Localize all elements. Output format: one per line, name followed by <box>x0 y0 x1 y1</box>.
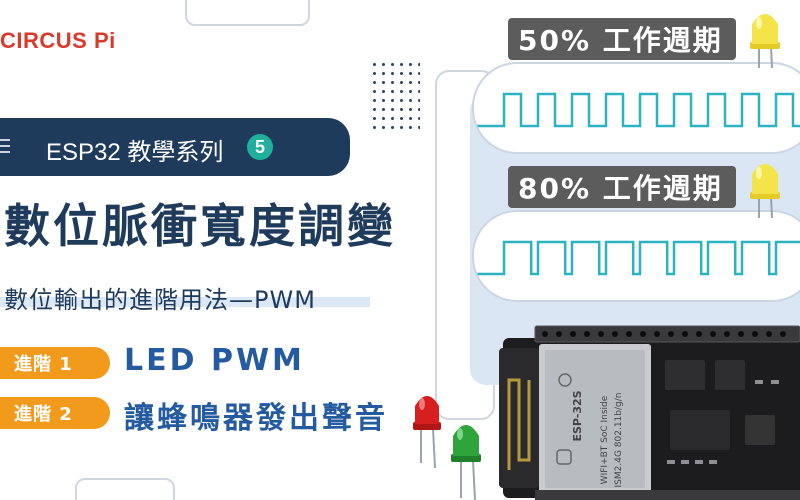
green-led-icon <box>451 425 481 500</box>
square-wave-50 <box>474 92 800 128</box>
level-text-2: 讓蜂鳴器發出聲音 <box>124 401 388 436</box>
square-wave-80 <box>474 240 800 276</box>
decor-dot-grid <box>370 60 420 130</box>
decor-outline-bottom <box>75 478 175 500</box>
menu-icon <box>0 139 14 155</box>
pwm-card-80 <box>472 210 800 302</box>
duty-label-50: 50% 工作週期 <box>508 18 736 60</box>
page-subtitle: 數位輸出的進階用法—PWM <box>4 286 316 314</box>
level-text-1: LED PWM <box>124 343 305 378</box>
module-line-3: ISM2.4G 802.11b/g/n <box>614 393 624 488</box>
esp32-board-icon: ESP-32S WIFI+BT SoC Inside ISM2.4G 802.1… <box>499 325 800 500</box>
decor-outline-top <box>185 0 310 26</box>
yellow-led-icon-1 <box>750 14 780 68</box>
module-line-2: WIFI+BT SoC Inside <box>600 395 610 484</box>
page-title: 數位脈衝寬度調變 <box>4 199 396 253</box>
led-icons-red-green <box>413 396 481 500</box>
red-led-icon <box>413 396 441 469</box>
duty-label-80: 80% 工作週期 <box>508 166 736 208</box>
series-banner: ESP32 教學系列 5 <box>0 118 350 176</box>
pwm-card-50 <box>472 62 800 154</box>
module-line-1: ESP-32S <box>571 390 584 441</box>
series-number-badge: 5 <box>247 134 273 160</box>
subtitle-highlight <box>0 297 370 307</box>
level-tag-1: 進階 1 <box>0 347 110 379</box>
brand-logo: CIRCUS Pi <box>0 28 116 53</box>
series-label: ESP32 教學系列 <box>46 139 224 166</box>
level-tag-2: 進階 2 <box>0 397 110 429</box>
yellow-led-icon-2 <box>750 164 780 218</box>
